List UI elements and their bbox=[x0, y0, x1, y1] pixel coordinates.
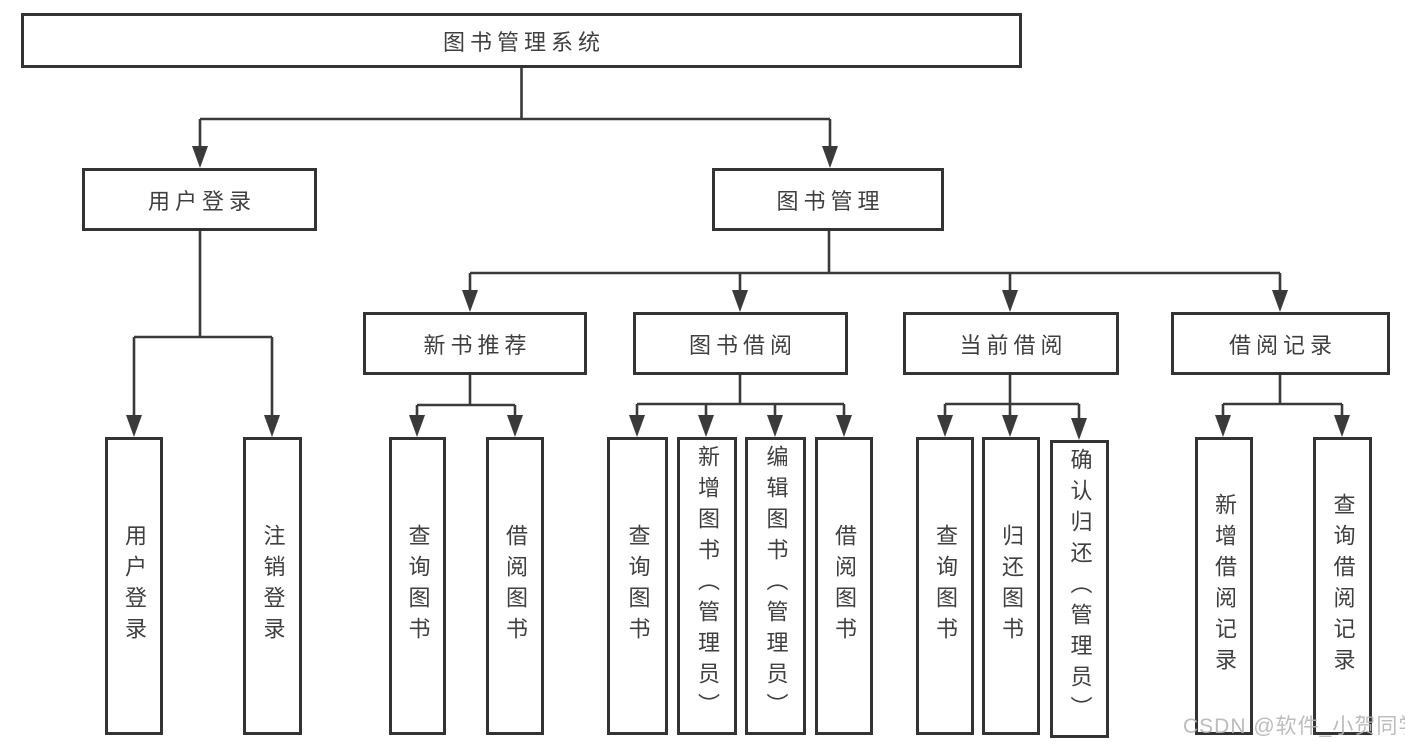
leaf-current-confirm-return-admin-label: 确认归还（管理员） bbox=[1067, 448, 1093, 727]
leaf-logout-label: 注销登录 bbox=[260, 524, 286, 648]
leaf-current-query-books: 查询图书 bbox=[916, 437, 974, 735]
node-root: 图书管理系统 bbox=[21, 13, 1022, 68]
leaf-borrow-add-books-admin-label: 新增图书（管理员） bbox=[695, 445, 720, 724]
connector-borrow-records-to-leaves bbox=[1215, 375, 1350, 437]
connector-book-borrow-to-leaves bbox=[629, 375, 852, 437]
leaf-user-login-label: 用户登录 bbox=[122, 524, 147, 648]
leaf-borrow-query-books-label: 查询图书 bbox=[625, 524, 651, 648]
leaf-borrow-edit-books-admin-label: 编辑图书（管理员） bbox=[763, 445, 789, 724]
node-current-borrow: 当前借阅 bbox=[903, 312, 1119, 375]
node-book-borrow-label: 图书借阅 bbox=[688, 332, 797, 358]
leaf-current-return-books-label: 归还图书 bbox=[999, 524, 1024, 648]
leaf-borrow-query-books: 查询图书 bbox=[607, 437, 668, 735]
leaf-recommend-borrow-books: 借阅图书 bbox=[486, 437, 544, 735]
node-current-borrow-label: 当前借阅 bbox=[959, 332, 1068, 358]
leaf-records-add-record: 新增借阅记录 bbox=[1195, 437, 1253, 735]
leaf-logout: 注销登录 bbox=[243, 437, 302, 735]
leaf-recommend-query-books: 查询图书 bbox=[389, 437, 446, 735]
leaf-borrow-borrow-books: 借阅图书 bbox=[815, 437, 873, 735]
connector-root-to-level2 bbox=[192, 68, 838, 168]
leaf-recommend-borrow-books-label: 借阅图书 bbox=[503, 524, 528, 648]
node-borrow-records: 借阅记录 bbox=[1171, 312, 1390, 375]
connector-user-login-to-leaves bbox=[126, 231, 280, 437]
connector-book-management-to-level3 bbox=[462, 231, 1288, 312]
node-root-label: 图书管理系统 bbox=[442, 29, 605, 55]
leaf-records-query-record-label: 查询借阅记录 bbox=[1330, 493, 1356, 679]
node-user-login-label: 用户登录 bbox=[147, 188, 256, 214]
connector-current-borrow-to-leaves bbox=[937, 375, 1087, 440]
connector-new-book-recommend-to-leaves bbox=[409, 375, 523, 437]
leaf-borrow-borrow-books-label: 借阅图书 bbox=[832, 524, 857, 648]
leaf-records-query-record: 查询借阅记录 bbox=[1313, 437, 1372, 735]
node-new-book-recommend-label: 新书推荐 bbox=[423, 332, 532, 358]
node-new-book-recommend: 新书推荐 bbox=[363, 312, 587, 375]
leaf-recommend-query-books-label: 查询图书 bbox=[405, 524, 431, 648]
leaf-current-confirm-return-admin: 确认归还（管理员） bbox=[1050, 440, 1109, 738]
node-book-management-label: 图书管理 bbox=[776, 188, 885, 214]
leaf-current-return-books: 归还图书 bbox=[982, 437, 1040, 735]
leaf-borrow-edit-books-admin: 编辑图书（管理员） bbox=[745, 437, 806, 735]
node-book-management: 图书管理 bbox=[712, 168, 944, 231]
node-book-borrow: 图书借阅 bbox=[633, 312, 848, 375]
leaf-current-query-books-label: 查询图书 bbox=[933, 524, 958, 648]
leaf-user-login: 用户登录 bbox=[105, 437, 163, 735]
csdn-watermark: CSDN @软件_小贺同学 bbox=[1183, 715, 1405, 738]
leaf-borrow-add-books-admin: 新增图书（管理员） bbox=[677, 437, 737, 735]
node-user-login: 用户登录 bbox=[82, 168, 317, 231]
leaf-records-add-record-label: 新增借阅记录 bbox=[1212, 493, 1237, 679]
node-borrow-records-label: 借阅记录 bbox=[1228, 332, 1337, 358]
